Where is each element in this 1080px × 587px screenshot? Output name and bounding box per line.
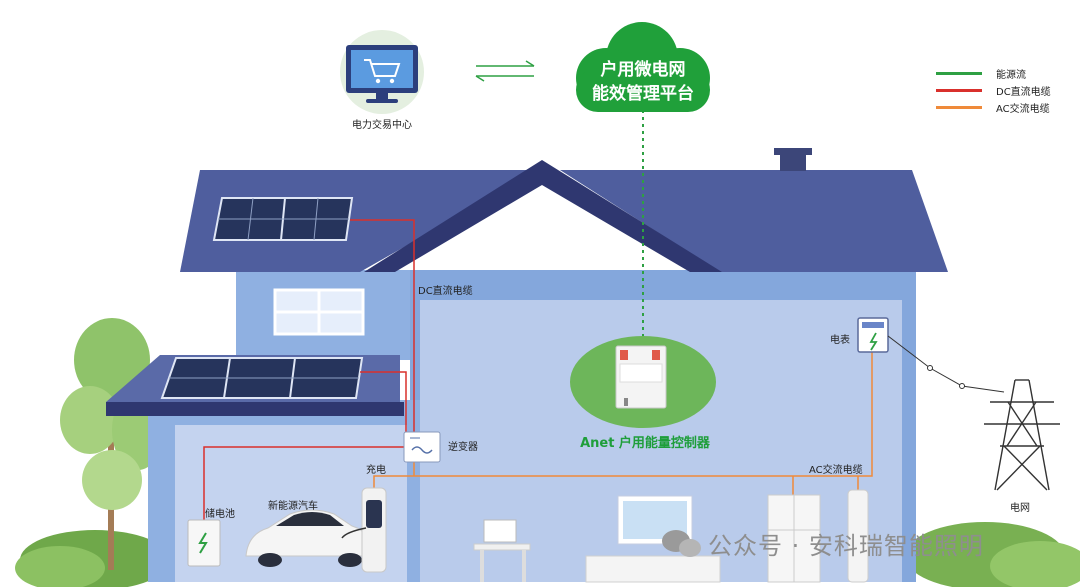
cloud-line-1: 户用微电网 xyxy=(600,60,686,80)
legend-label: DC直流电缆 xyxy=(996,87,1051,98)
solar-panel-roof xyxy=(212,197,354,241)
cloud-platform xyxy=(576,22,710,112)
cloud-title: 户用微电网 能效管理平台 xyxy=(580,58,706,106)
charging-label: 充电 xyxy=(366,465,386,476)
solar-panel-porch xyxy=(160,357,364,399)
transmission-tower xyxy=(984,379,1060,491)
inverter-icon xyxy=(403,431,441,463)
battery-icon xyxy=(187,519,221,567)
roof-left xyxy=(180,170,540,272)
charger-icon xyxy=(341,487,387,573)
purifier-icon xyxy=(847,489,869,583)
ev-label: 新能源汽车 xyxy=(268,501,318,512)
exchange-arrows xyxy=(475,60,535,82)
legend-swatch xyxy=(936,72,982,75)
controller-device xyxy=(615,345,667,409)
legend-swatch xyxy=(936,89,982,92)
grid-label: 电网 xyxy=(1010,503,1030,514)
fridge-icon xyxy=(767,494,821,583)
wechat-icon xyxy=(662,530,701,557)
legend-label: AC交流电缆 xyxy=(996,104,1050,115)
desk-icon xyxy=(473,519,531,582)
legend-label: 能源流 xyxy=(996,70,1026,81)
watermark: 公众号 · 安科瑞智能照明 xyxy=(708,532,984,560)
roof-right xyxy=(560,170,948,272)
ac-cables xyxy=(373,352,873,495)
dc-cable-label: DC直流电缆 xyxy=(418,286,473,297)
dc-cables xyxy=(203,219,415,520)
chimney xyxy=(780,153,806,171)
cloud-line-2: 能效管理平台 xyxy=(592,84,694,104)
grid-wire xyxy=(887,335,1005,393)
ac-cable-label: AC交流电缆 xyxy=(809,465,863,476)
trading-center-label: 电力交易中心 xyxy=(352,120,412,131)
meter-label: 电表 xyxy=(830,335,850,346)
monitor-icon xyxy=(346,45,418,103)
legend-swatch xyxy=(936,106,982,109)
meter-icon xyxy=(857,317,889,353)
inverter-label: 逆变器 xyxy=(448,442,478,453)
roof-gable xyxy=(364,160,722,272)
battery-label: 储电池 xyxy=(205,509,235,520)
controller-label: Anet 户用能量控制器 xyxy=(580,436,710,451)
